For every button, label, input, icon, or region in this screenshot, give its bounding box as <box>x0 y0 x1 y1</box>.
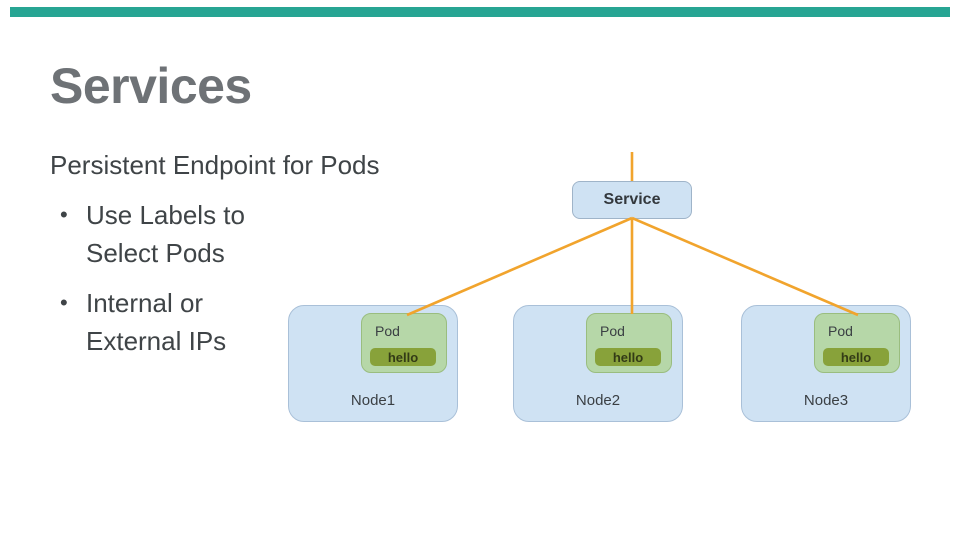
bullet-list: • Use Labels to Select Pods • Internal or… <box>60 196 320 360</box>
pod-box: Pod hello <box>361 313 447 373</box>
pod-label: Pod <box>600 323 625 339</box>
slide-title: Services <box>50 58 252 114</box>
node-label: Node3 <box>803 392 849 409</box>
pod-box: Pod hello <box>586 313 672 373</box>
node-label: Node2 <box>575 392 621 409</box>
bullet-line: Internal or <box>86 288 204 318</box>
container-hello: hello <box>595 348 661 366</box>
bullet-line: Use Labels to <box>86 200 245 230</box>
container-hello: hello <box>823 348 889 366</box>
pod-label: Pod <box>828 323 853 339</box>
slide-subtitle: Persistent Endpoint for Pods <box>50 150 380 180</box>
node-box-node1: Pod hello Node1 <box>288 305 458 422</box>
service-box: Service <box>572 181 692 219</box>
bullet-item-labels: • Use Labels to Select Pods <box>60 196 320 272</box>
bullet-icon: • <box>60 202 68 227</box>
node-label: Node1 <box>350 392 396 409</box>
service-label: Service <box>603 191 661 208</box>
bullet-text: Use Labels to Select Pods <box>86 196 245 272</box>
service-to-node1-line <box>406 216 633 317</box>
service-to-node3-line <box>631 216 859 317</box>
container-hello: hello <box>370 348 436 366</box>
accent-bar <box>10 7 950 17</box>
bullet-icon: • <box>60 290 68 315</box>
pod-label: Pod <box>375 323 400 339</box>
pod-box: Pod hello <box>814 313 900 373</box>
bullet-line: Select Pods <box>86 238 225 268</box>
bullet-item-ips: • Internal or External IPs <box>60 284 320 360</box>
node-box-node2: Pod hello Node2 <box>513 305 683 422</box>
node-box-node3: Pod hello Node3 <box>741 305 911 422</box>
bullet-text: Internal or External IPs <box>86 284 226 360</box>
bullet-line: External IPs <box>86 326 227 356</box>
